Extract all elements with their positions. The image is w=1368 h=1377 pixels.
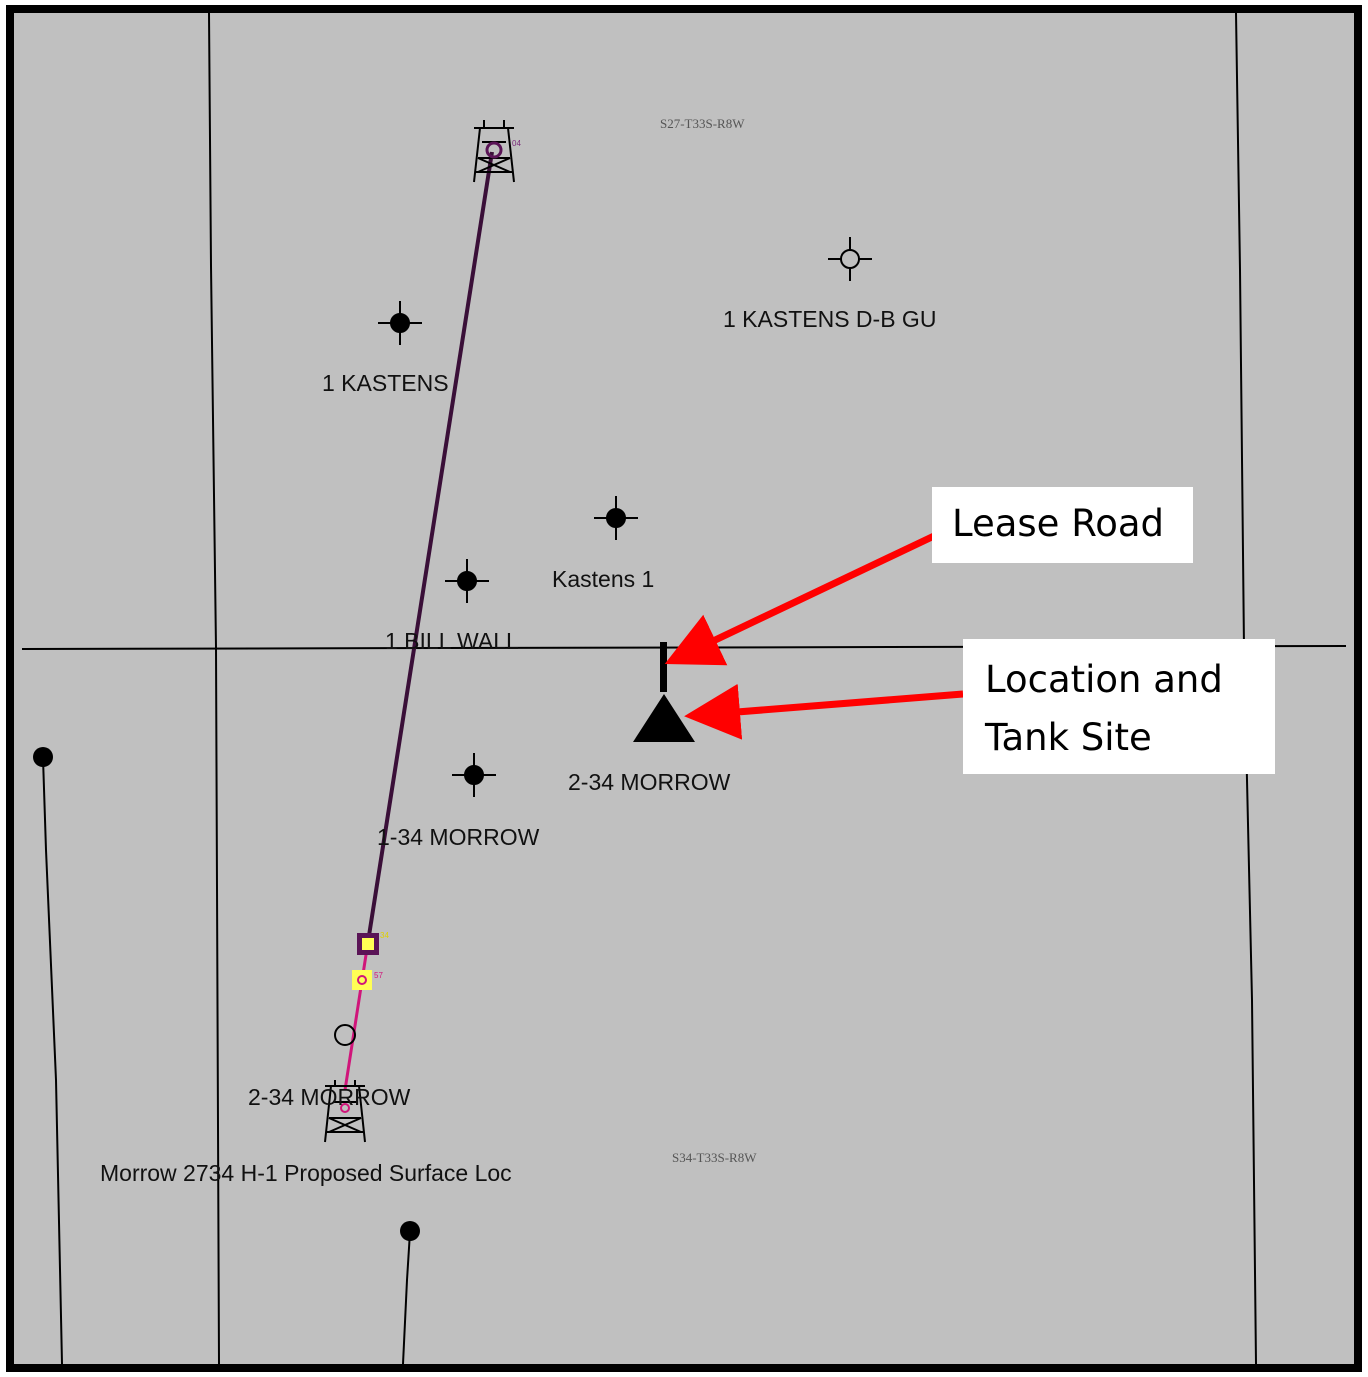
section-label-south: S34-T33S-R8W	[672, 1150, 757, 1165]
well-label-2-34-morrow-east: 2-34 MORROW	[568, 769, 731, 795]
location-dot-west	[33, 747, 53, 767]
well-icon-1-kastens	[378, 301, 422, 345]
boundary-line-south	[402, 1231, 411, 1365]
wellbore-path-lower	[343, 941, 370, 1091]
callout-lease-road: Lease Road	[932, 487, 1193, 563]
callout-lease-road-text: Lease Road	[952, 502, 1165, 545]
arrow-location-tank-site	[684, 683, 964, 740]
well-icon-1-34-morrow	[452, 753, 496, 797]
section-line-vertical-west	[208, 12, 220, 1365]
well-icon-1-bill-wall	[445, 559, 489, 603]
callout-location-tank-site: Location and Tank Site	[963, 639, 1275, 774]
well-label-1-kastens: 1 KASTENS	[322, 370, 449, 396]
well-label-1-kastens-db-gu: 1 KASTENS D-B GU	[723, 306, 936, 332]
boundary-line-west	[42, 757, 63, 1365]
tank-site-triangle-icon	[633, 694, 695, 742]
callout-location-line1: Location and	[985, 658, 1223, 701]
well-label-kastens-1: Kastens 1	[552, 566, 654, 592]
marker-square-2-label: 57	[374, 971, 383, 980]
marker-square-1-label: 34	[380, 931, 389, 940]
location-dot-south	[400, 1221, 420, 1241]
well-label-proposed-surface: Morrow 2734 H-1 Proposed Surface Loc	[100, 1160, 512, 1186]
surface-rig-icon	[324, 1080, 366, 1143]
bottom-hole-rig-icon	[473, 120, 515, 183]
lease-road-marker	[660, 642, 667, 692]
callout-location-line2: Tank Site	[985, 716, 1152, 759]
well-label-1-bill-wall: 1 BILL WALL	[385, 628, 519, 654]
dry-hole-icon-1-kastens-db-gu	[828, 237, 872, 281]
bottom-rig-label: 04	[512, 139, 521, 148]
section-label-north: S27-T33S-R8W	[660, 116, 745, 131]
lateral-marker-square-2	[352, 970, 372, 990]
lateral-marker-square-1	[357, 933, 379, 955]
well-label-2-34-morrow-west: 2-34 MORROW	[248, 1084, 411, 1110]
well-icon-kastens-1	[594, 496, 638, 540]
arrow-lease-road	[664, 532, 936, 666]
wellbore-path	[366, 151, 494, 943]
open-circle-marker	[334, 1024, 356, 1046]
well-symbols	[378, 301, 638, 797]
well-label-1-34-morrow: 1-34 MORROW	[377, 824, 540, 850]
